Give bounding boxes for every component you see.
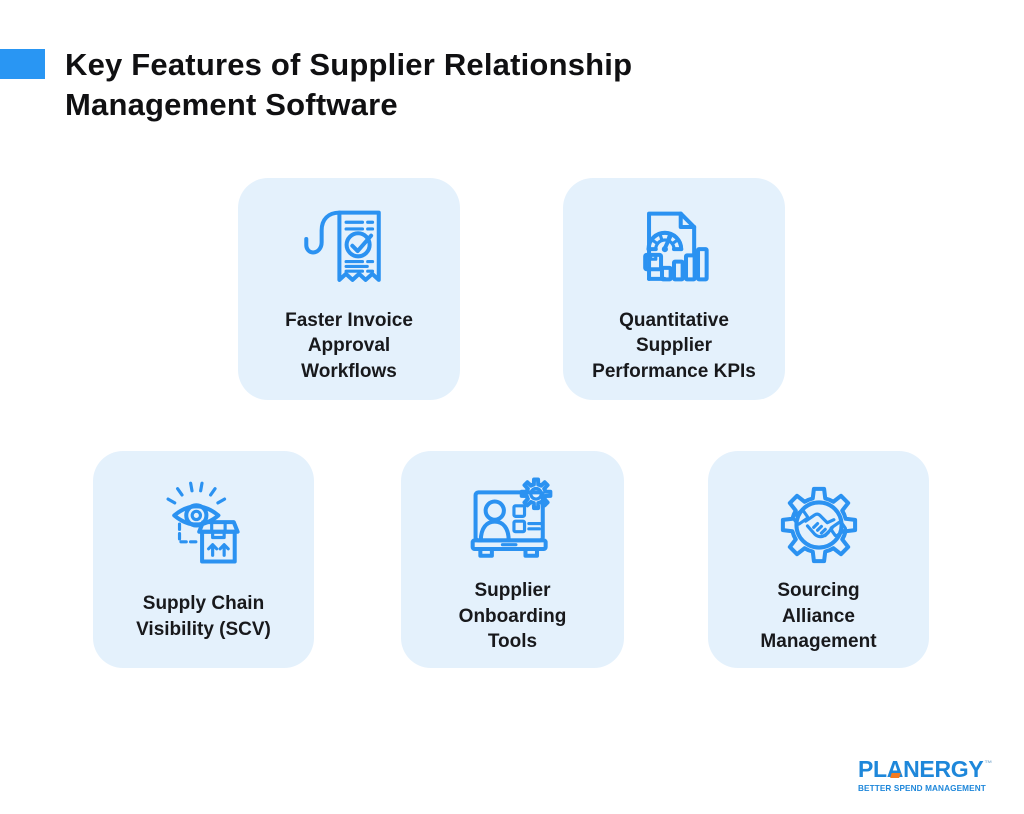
card-label: Faster Invoice Approval Workflows xyxy=(285,309,413,382)
supplier-kpi-icon xyxy=(643,211,709,282)
trademark-symbol: ™ xyxy=(984,759,993,768)
card-label: Quantitative Supplier Performance KPIs xyxy=(592,309,756,382)
feature-card-supplier-onboarding: Supplier Onboarding Tools xyxy=(401,451,624,668)
brand-tagline: BETTER SPEND MANAGEMENT xyxy=(858,784,986,793)
sourcing-alliance-icon xyxy=(780,486,857,564)
page-title: Key Features of Supplier Relationship Ma… xyxy=(65,47,633,122)
feature-card-supplier-kpis: Quantitative Supplier Performance KPIs xyxy=(563,178,785,400)
card-label: Supply Chain Visibility (SCV) xyxy=(136,593,271,640)
invoice-approval-icon xyxy=(304,210,381,282)
feature-card-invoice-approval: Faster Invoice Approval Workflows xyxy=(238,178,460,400)
card-label: Sourcing Alliance Management xyxy=(760,580,877,653)
feature-card-sourcing-alliance: Sourcing Alliance Management xyxy=(708,451,929,668)
logo-orange-accent xyxy=(890,772,901,777)
feature-card-supply-chain-visibility: Supply Chain Visibility (SCV) xyxy=(93,451,314,668)
brand-wordmark: PLANERGY xyxy=(858,756,984,782)
supplier-onboarding-icon xyxy=(470,477,552,558)
supply-chain-visibility-icon xyxy=(166,481,240,564)
card-label: Supplier Onboarding Tools xyxy=(458,580,567,653)
planergy-logo: PLANERGY™ BETTER SPEND MANAGEMENT xyxy=(858,757,998,793)
title-accent-bar xyxy=(0,49,45,79)
